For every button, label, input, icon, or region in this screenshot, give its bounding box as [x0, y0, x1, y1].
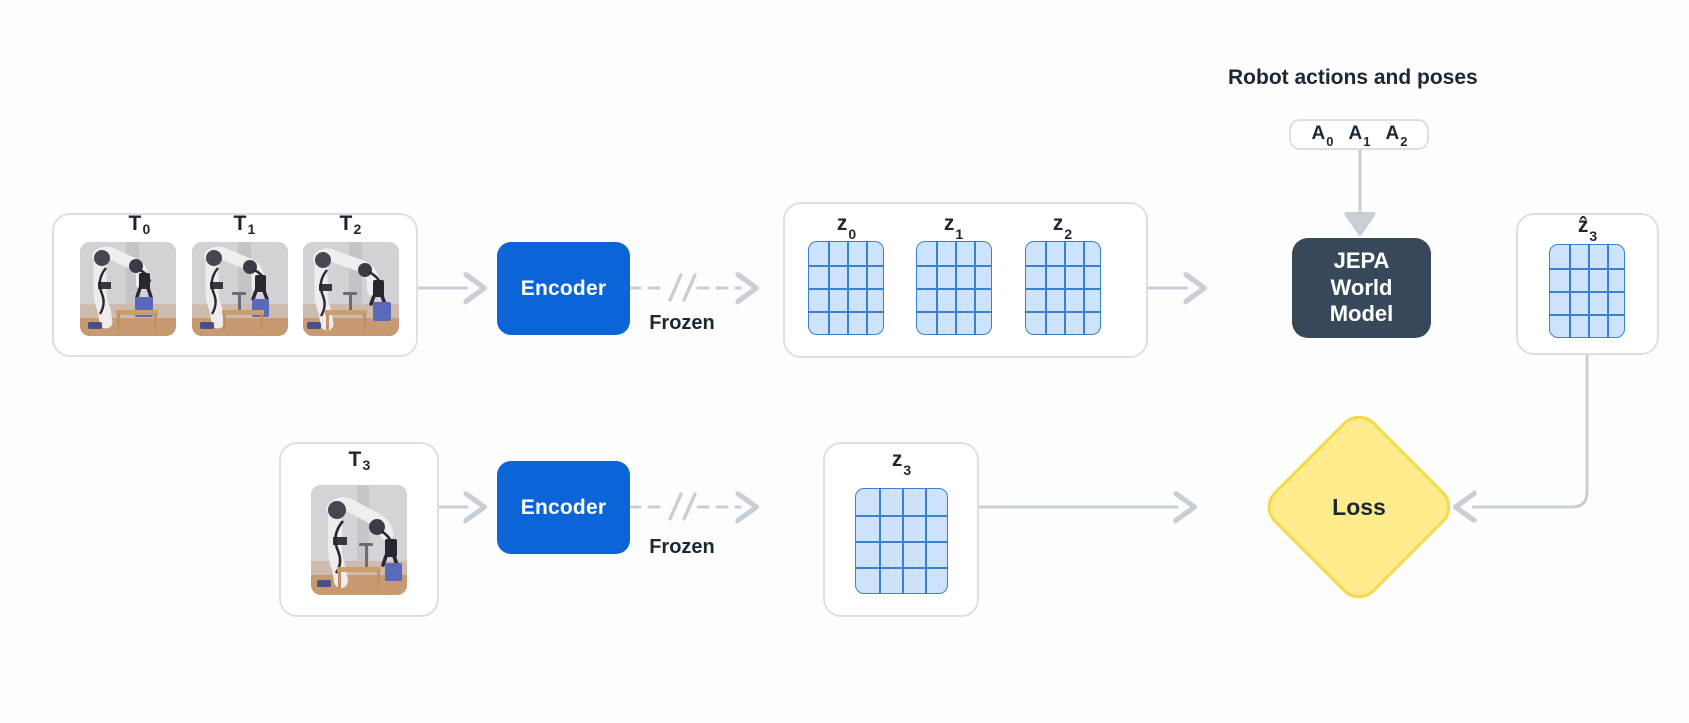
frame-sub-t0: 0	[142, 221, 151, 237]
latent-label-z2: z2	[1052, 212, 1073, 243]
action-sub-a0: 0	[1326, 134, 1334, 150]
latent-sub-z0: 0	[848, 226, 857, 243]
predicted-latent-grid	[1549, 244, 1625, 338]
latent-grid-z1	[916, 241, 992, 335]
target-latent-grid	[855, 488, 948, 594]
robot-arm-frame-t3	[311, 485, 407, 595]
target-latent-sub: 3	[903, 462, 912, 479]
loss-label: Loss	[1332, 493, 1386, 520]
frozen-text-bottom: Frozen	[649, 536, 715, 558]
encoder-top-label: Encoder	[520, 276, 607, 300]
frozen-break-slash-4	[682, 492, 697, 521]
frozen-break-slash-3	[668, 492, 683, 521]
encoder-top[interactable]: Encoder	[497, 242, 630, 335]
latent-grid-z0	[808, 241, 884, 335]
robot-arm-frame-t2	[303, 242, 399, 336]
latent-grid-z2	[1025, 241, 1101, 335]
frame-label-t1: T1	[233, 212, 256, 237]
encoder-bottom-label: Encoder	[520, 495, 607, 519]
world-model-line2: World	[1330, 274, 1393, 300]
action-token-a1: A1	[1348, 122, 1371, 150]
action-sub-a1: 1	[1363, 134, 1371, 150]
action-token-a0: A0	[1311, 122, 1334, 150]
frozen-text-top: Frozen	[649, 312, 715, 334]
frame-sub-t3: 3	[362, 457, 371, 473]
action-token-a2: A2	[1385, 122, 1408, 150]
world-model-line3: Model	[1329, 301, 1394, 327]
robot-arm-frame-t0	[80, 242, 176, 336]
world-model-line1: JEPA	[1333, 247, 1390, 273]
frame-label-t0: T0	[128, 212, 151, 237]
actions-pill[interactable]: A0 A1 A2	[1289, 119, 1429, 150]
predicted-latent-sub: 3	[1589, 228, 1598, 245]
latent-sub-z2: 2	[1064, 226, 1073, 243]
frozen-label-bottom: Frozen	[622, 536, 742, 559]
frozen-break-slash-1	[668, 273, 683, 302]
latent-label-z1: z1	[943, 212, 964, 243]
frame-label-t3: T3	[348, 448, 371, 473]
predicted-latent-label: ẑ3	[1577, 214, 1598, 245]
loss-node[interactable]: Loss	[1258, 406, 1460, 608]
frame-sub-t1: 1	[247, 221, 256, 237]
jepa-world-model[interactable]: JEPA World Model	[1292, 238, 1431, 338]
frame-sub-t2: 2	[353, 221, 362, 237]
action-sub-a2: 2	[1400, 134, 1408, 150]
encoder-bottom[interactable]: Encoder	[497, 461, 630, 554]
latent-sub-z1: 1	[955, 226, 964, 243]
actions-title: Robot actions and poses	[1228, 66, 1478, 89]
latent-label-z0: z0	[836, 212, 857, 243]
robot-arm-frame-t1	[192, 242, 288, 336]
target-latent-label: z3	[891, 448, 912, 479]
frame-label-t2: T2	[339, 212, 362, 237]
wire-predicted-to-loss	[1472, 355, 1589, 507]
frozen-label-top: Frozen	[622, 312, 742, 335]
frozen-break-slash-2	[682, 273, 697, 302]
